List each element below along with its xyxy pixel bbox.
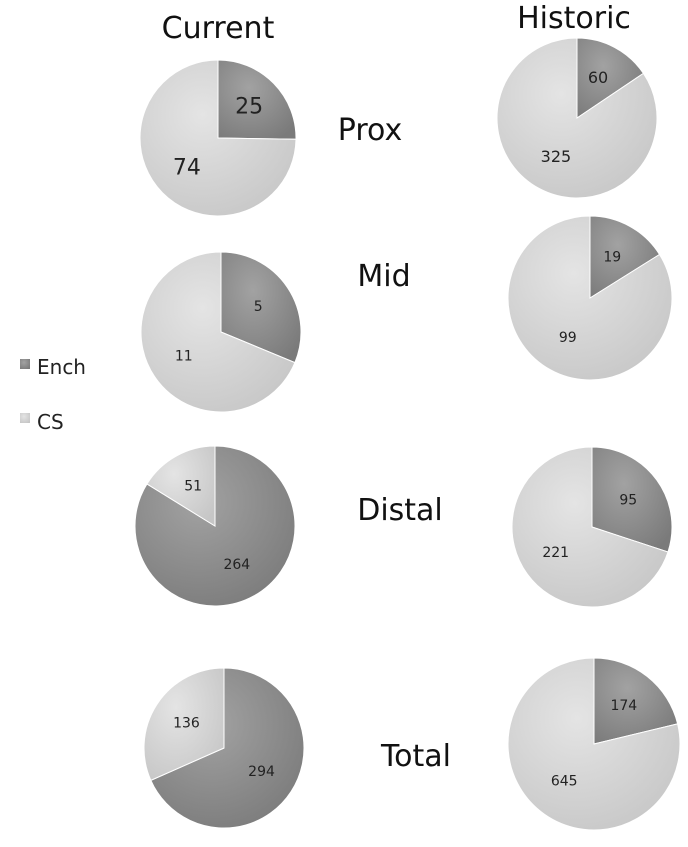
pie-value-label: 95 [619, 492, 637, 508]
pie-slice-cs [146, 445, 216, 527]
pie-value-label: 5 [254, 299, 263, 315]
pie-value-label: 325 [541, 147, 572, 166]
pie-slice-ench [217, 59, 297, 140]
pie-value-label: 51 [184, 479, 202, 495]
pie-slice-ench [220, 251, 302, 364]
pie-slice-cs [139, 59, 297, 217]
column-header-historic: Historic [517, 1, 631, 36]
pie-value-label: 294 [248, 764, 275, 780]
column-header-current: Current [162, 11, 275, 46]
pie-slice-cs [507, 215, 673, 381]
pie-slice-cs [507, 657, 681, 831]
pie-prox-historic: 60 325 [496, 37, 658, 199]
row-label-total: Total [380, 739, 451, 774]
pie-total-current: 294 136 [143, 667, 305, 829]
pie-distal-historic: 95 221 [511, 446, 673, 608]
pie-value-label: 99 [559, 330, 577, 346]
pie-slice-ench [589, 215, 661, 299]
pie-mid-current: 5 11 [140, 251, 302, 413]
pie-value-label: 221 [542, 545, 569, 561]
pie-value-label: 645 [551, 774, 578, 790]
pie-slice-cs [496, 37, 658, 199]
legend-swatch-cs [20, 413, 30, 423]
pie-prox-current: 25 74 [139, 59, 297, 217]
row-label-prox: Prox [338, 113, 402, 148]
row-label-mid: Mid [357, 259, 410, 294]
row-label-distal: Distal [357, 493, 443, 528]
pie-value-label: 74 [173, 156, 201, 181]
pie-slice-ench [150, 667, 305, 829]
pie-slice-ench [591, 446, 673, 553]
legend-swatch-ench [20, 359, 30, 369]
pie-value-label: 25 [235, 94, 263, 119]
pie-value-label: 19 [603, 250, 621, 266]
pie-value-label: 264 [223, 557, 250, 573]
pie-distal-current: 264 51 [134, 445, 296, 607]
legend-label-ench: Ench [37, 355, 86, 379]
pie-value-label: 136 [173, 715, 200, 731]
pie-total-historic: 174 645 [507, 657, 681, 831]
pie-slice-cs [140, 251, 296, 413]
legend-label-cs: CS [37, 410, 64, 434]
pie-slice-ench [593, 657, 679, 745]
legend: Ench CS [20, 355, 86, 434]
pie-value-label: 174 [610, 698, 637, 714]
pie-slice-cs [511, 446, 669, 608]
pie-slice-cs [143, 667, 225, 782]
pie-value-label: 60 [588, 68, 608, 87]
pie-slice-ench [576, 37, 645, 119]
pie-value-label: 11 [175, 349, 193, 365]
